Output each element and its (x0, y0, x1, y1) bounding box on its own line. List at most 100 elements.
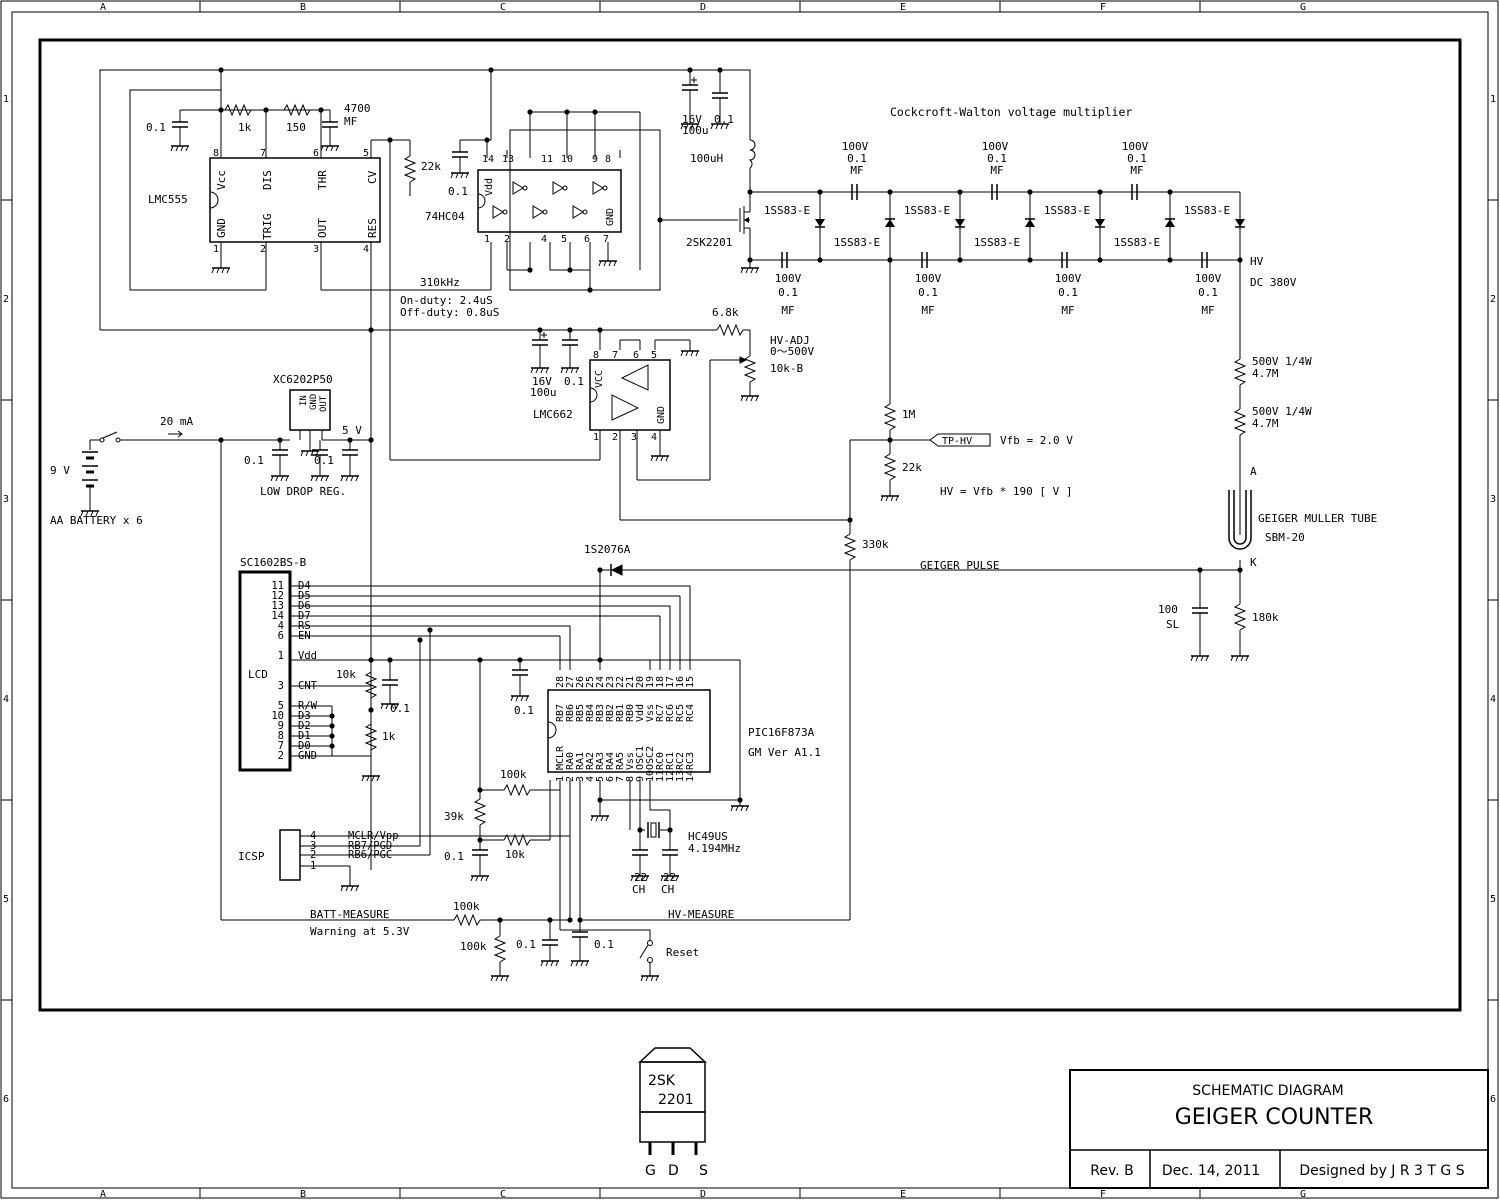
col-b: B (300, 2, 306, 13)
svg-text:Vdd: Vdd (298, 650, 317, 662)
row-4: 4 (3, 694, 9, 705)
mosfet-arrow (744, 217, 749, 223)
svg-text:1SS83-E: 1SS83-E (1044, 204, 1090, 217)
label-c-0-1-top: 0.1 (714, 113, 734, 126)
label-low-drop-reg: LOW DROP REG. (260, 485, 346, 498)
col-f-bottom: F (1100, 1189, 1106, 1200)
svg-text:MF: MF (781, 304, 794, 317)
label-c-100u-b: 100u (530, 386, 557, 399)
transistor-package-drawing: 2SK 2201 G D S (638, 1047, 708, 1179)
package-name-line2: 2201 (658, 1092, 694, 1108)
svg-text:OUT: OUT (319, 395, 329, 412)
svg-text:3: 3 (313, 244, 319, 255)
label-vfb: Vfb = 2.0 V (1000, 434, 1073, 447)
geiger-tube (1228, 490, 1252, 550)
pic-pin-number: 3 (575, 776, 586, 782)
label-c-100u: 100u (682, 124, 709, 137)
svg-text:1: 1 (278, 650, 284, 662)
label-ic-lmc555: LMC555 (148, 193, 188, 206)
label-mosfet: 2SK2201 (686, 236, 732, 249)
svg-text:D5: D5 (298, 590, 311, 602)
svg-text:1: 1 (310, 860, 316, 872)
pin-res: RES (366, 218, 379, 238)
svg-text:RB7/PGD: RB7/PGD (348, 840, 392, 852)
pic-pin-number: 1 (555, 776, 566, 782)
label-c-0-1-b: 0.1 (564, 375, 584, 388)
label-c-0-1-lcd: 0.1 (390, 702, 410, 715)
pic-pin-number: 21 (625, 676, 636, 688)
svg-text:100V: 100V (1195, 272, 1222, 285)
label-c-sl: SL (1166, 618, 1180, 631)
col-g: G (1300, 2, 1306, 13)
label-r-150: 150 (286, 121, 306, 134)
label-on-duty: On-duty: 2.4uS (400, 294, 493, 307)
row-2: 2 (3, 294, 9, 305)
label-c-22-a: 22 (634, 871, 647, 884)
svg-text:D2: D2 (298, 720, 311, 732)
label-r-180k: 180k (1252, 611, 1279, 624)
col-b-bottom: B (300, 1189, 306, 1200)
svg-text:0.1: 0.1 (1127, 152, 1147, 165)
title-block: SCHEMATIC DIAGRAM GEIGER COUNTER Rev. B … (1069, 1069, 1489, 1189)
label-r-100k-b2: 100k (460, 940, 487, 953)
row-3: 3 (3, 494, 9, 505)
svg-text:MF: MF (850, 164, 863, 177)
label-ic-74hc04: 74HC04 (425, 210, 465, 223)
svg-text:1: 1 (484, 234, 490, 245)
title-designer: Designed by J R 3 T G S (1299, 1163, 1464, 1179)
label-r-22k-fb: 22k (902, 461, 922, 474)
svg-text:0.1: 0.1 (778, 286, 798, 299)
pic-pin-name: RC1 (665, 752, 676, 770)
cw-labels: 100V 0.1 MF 100V 0.1 MF 100V 0.1 MF 100V… (764, 140, 1230, 317)
svg-text:10: 10 (561, 154, 573, 165)
title-date: Dec. 14, 2011 (1162, 1163, 1260, 1179)
label-c-0-1: 0.1 (146, 121, 166, 134)
label-c-0-1-pic: 0.1 (514, 704, 534, 717)
row-3-right: 3 (1490, 494, 1496, 505)
svg-text:D7: D7 (298, 610, 311, 622)
pic-pin-number: 16 (675, 676, 686, 688)
pic-pin-name: RB4 (585, 704, 596, 722)
svg-text:100V: 100V (775, 272, 802, 285)
label-battery: AA BATTERY x 6 (50, 514, 143, 527)
svg-text:R/W: R/W (298, 700, 318, 712)
label-c-0-1-m2: 0.1 (594, 938, 614, 951)
pic-pin-number: 12 (665, 770, 676, 782)
label-c-ch-b: CH (661, 883, 674, 896)
pic-pin-name: RA1 (575, 752, 586, 770)
pic-pin-number: 26 (575, 676, 586, 688)
svg-text:6: 6 (584, 234, 590, 245)
label-inductor: 100uH (690, 152, 723, 165)
row-2-right: 2 (1490, 294, 1496, 305)
pic-pin-number: 28 (555, 676, 566, 688)
label-r-6-8k: 6.8k (712, 306, 739, 319)
pic-pin-number: 14 (685, 770, 696, 782)
col-d-bottom: D (700, 1189, 706, 1200)
pic-pin-name: RC2 (675, 752, 686, 770)
pic-top-pins: 28RB727RB626RB525RB424RB323RB222RB121RB0… (555, 676, 696, 722)
label-current: 20 mA (160, 415, 193, 428)
trimmer-hv-adj (739, 356, 748, 364)
svg-text:7: 7 (612, 350, 618, 361)
label-gm-cathode: K (1250, 556, 1257, 569)
label-r-100k-pic: 100k (500, 768, 527, 781)
row-markers: 1 2 3 4 5 6 1 2 3 4 5 6 (3, 94, 1496, 1105)
battery (82, 451, 98, 495)
svg-text:8: 8 (605, 154, 611, 165)
col-d: D (700, 2, 706, 13)
svg-text:6: 6 (278, 630, 284, 642)
row-6: 6 (3, 1094, 9, 1105)
svg-text:11: 11 (271, 580, 284, 592)
svg-text:VCC: VCC (594, 370, 605, 388)
svg-text:2: 2 (310, 849, 316, 861)
label-r-4-7m-a: 4.7M (1252, 367, 1279, 380)
svg-text:7: 7 (260, 148, 266, 159)
svg-text:D6: D6 (298, 600, 311, 612)
row-6-right: 6 (1490, 1094, 1496, 1105)
svg-text:100V: 100V (915, 272, 942, 285)
svg-text:D4: D4 (298, 580, 311, 592)
svg-text:1SS83-E: 1SS83-E (1114, 236, 1160, 249)
pic-pin-number: 22 (615, 676, 626, 688)
